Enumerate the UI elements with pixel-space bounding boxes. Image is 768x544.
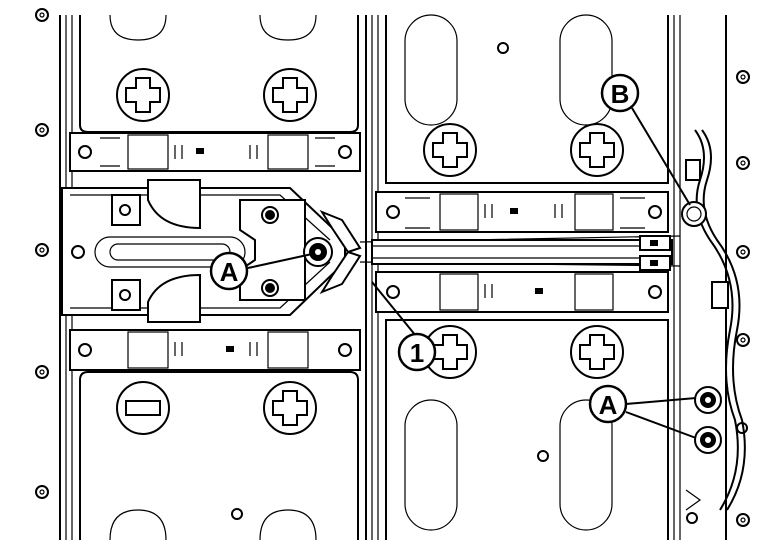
callout-b-label: B [611, 79, 630, 109]
callout-1-label: 1 [410, 338, 424, 368]
connector-bracket [61, 179, 346, 323]
bus-bar-clamp-top-right [375, 191, 669, 233]
leader-lines [247, 107, 697, 439]
battery-cell-top-right [385, 14, 669, 184]
callout-a-center-label: A [220, 257, 239, 287]
bus-bar-clamp-middle-right [375, 271, 669, 313]
battery-cell-bottom-left [79, 371, 359, 541]
battery-cell-top-left [79, 14, 359, 133]
bolt-nut-icon [303, 237, 333, 267]
battery-cell-bottom-right [385, 319, 669, 540]
callout-b: B [600, 73, 640, 113]
terminal-negative-icon [116, 381, 170, 435]
bolt-nut-icon [694, 386, 722, 414]
bolt-nut-icon [694, 426, 722, 454]
bus-bar-clamp-top-left [69, 132, 361, 172]
callout-a-lower-right: A [588, 384, 628, 424]
terminal-positive-icon [570, 123, 624, 177]
terminal-positive-icon [263, 381, 317, 435]
terminal-positive-icon [423, 123, 477, 177]
right-side-wire-harness [685, 129, 748, 524]
terminal-positive-icon [263, 68, 317, 122]
sensor-wire-harness [319, 209, 681, 295]
frame-bolts [35, 8, 750, 527]
bus-bar-clamp-bottom-left [69, 329, 361, 371]
terminal-positive-icon [570, 325, 624, 379]
callout-a-center: A [209, 251, 249, 291]
terminal-positive-icon [116, 68, 170, 122]
callout-a-lower-right-label: A [599, 390, 618, 420]
callout-1: 1 [397, 332, 437, 372]
bolt-nut-icon [681, 201, 707, 227]
